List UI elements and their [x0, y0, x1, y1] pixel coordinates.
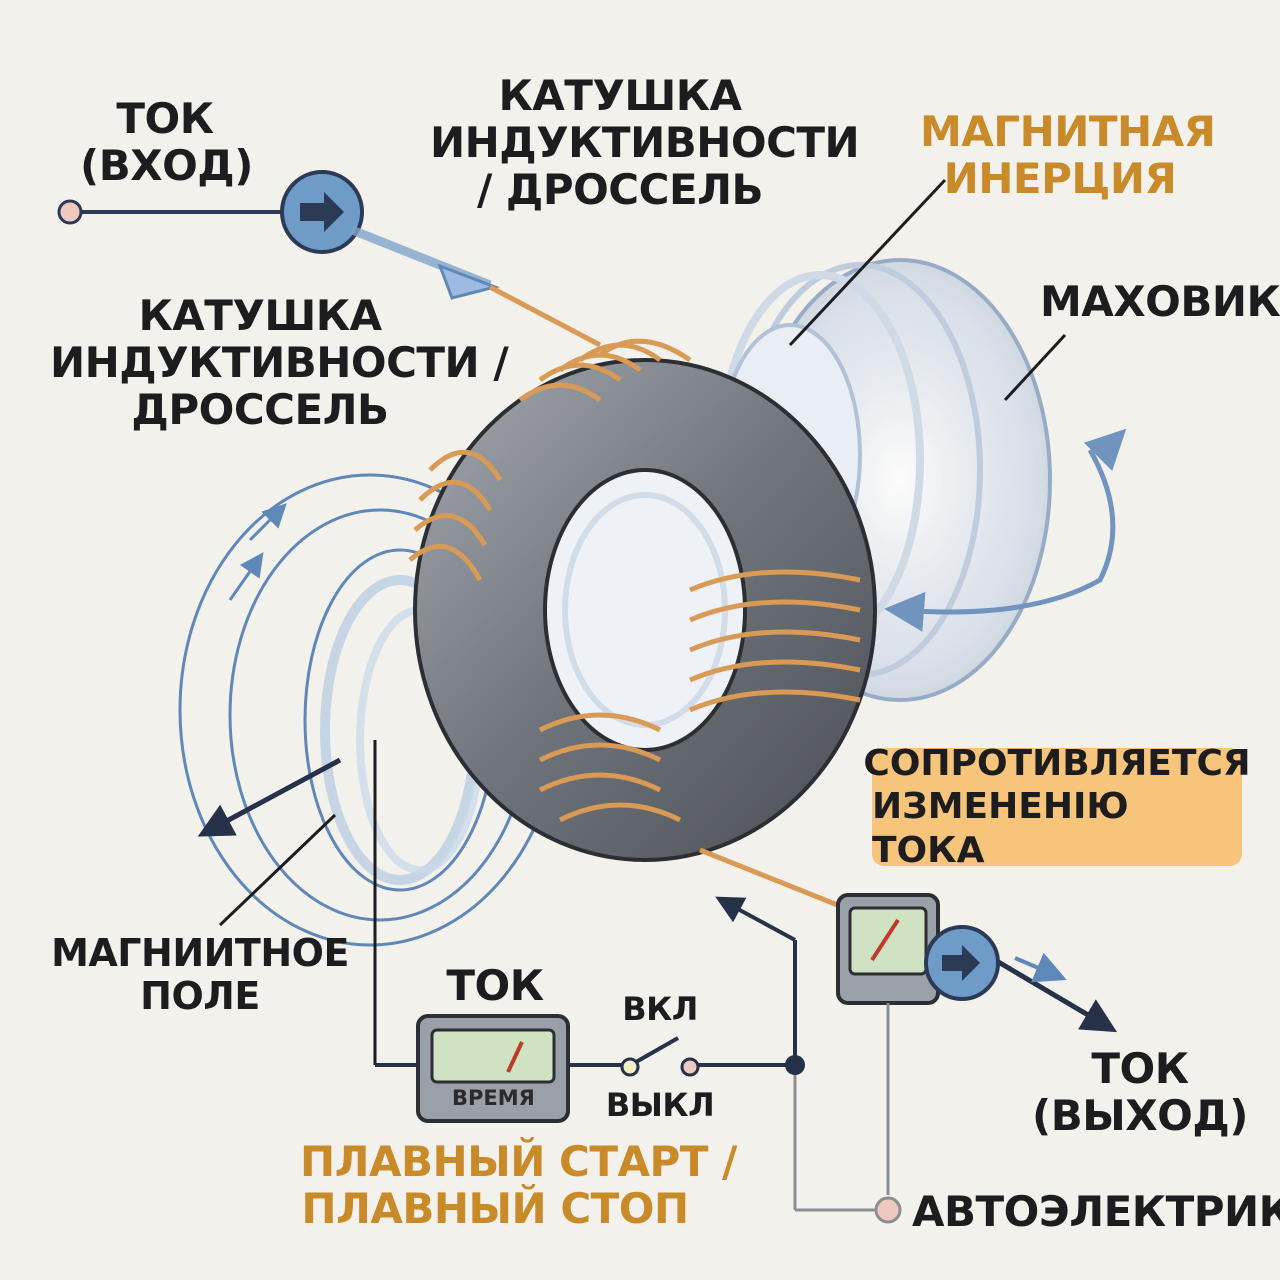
meter-icon [836, 893, 940, 1005]
terminal-dot-icon [57, 199, 83, 225]
current-meter-label: ТОК [446, 961, 544, 1010]
flywheel-label: МАХОВИК [1040, 277, 1280, 326]
junction-dot [785, 1055, 805, 1075]
arrow-right-icon [924, 925, 1000, 1001]
arrow-right-icon [280, 170, 364, 254]
toroid-icon [408, 338, 877, 862]
current-flow-arrow [350, 225, 602, 348]
leader-lines [218, 178, 1067, 1065]
control-circuit [375, 896, 890, 1212]
switch-off-label: ВЫКЛ [605, 1086, 715, 1124]
switch-icon [620, 1036, 700, 1077]
auto-electric-label: АВТОЭЛЕКТРИКА [912, 1187, 1280, 1236]
magnetic-inertia-label: МАГНИТНАЯ ИНЕРЦИЯ [920, 107, 1216, 204]
magnetic-field-label: МАГНИИТНОЕ ПОЛЕ [51, 931, 349, 1018]
soft-start-label: ПЛАВНЫЙ СТАРТ / ПЛАВНЫЙ СТОП [300, 1137, 737, 1234]
inductor-left-label: КАТУШКА ИНДУКТИВНОСТИ / ДРОССЕЛЬ [50, 291, 509, 435]
terminal-dot-icon [874, 1196, 902, 1224]
output-line [699, 847, 1118, 1033]
inductor-top-label: КАТУШКА ИНДУКТИВНОСТИ / ДРОССЕЛЬ [430, 71, 860, 215]
current-in-label: ТОК (ВХОД) [80, 94, 253, 191]
resists-change-callout: СОПРОТИВЛЯЕТСЯ ИЗМЕНЕНIЮ ТОКА [863, 743, 1251, 871]
current-out-label: ТОК (ВЫХОД) [1032, 1044, 1248, 1141]
switch-on-label: ВКЛ [622, 990, 698, 1028]
meter-icon [416, 1014, 570, 1123]
meter-time-label: ВРЕМЯ [452, 1086, 535, 1110]
input-line [57, 199, 290, 225]
